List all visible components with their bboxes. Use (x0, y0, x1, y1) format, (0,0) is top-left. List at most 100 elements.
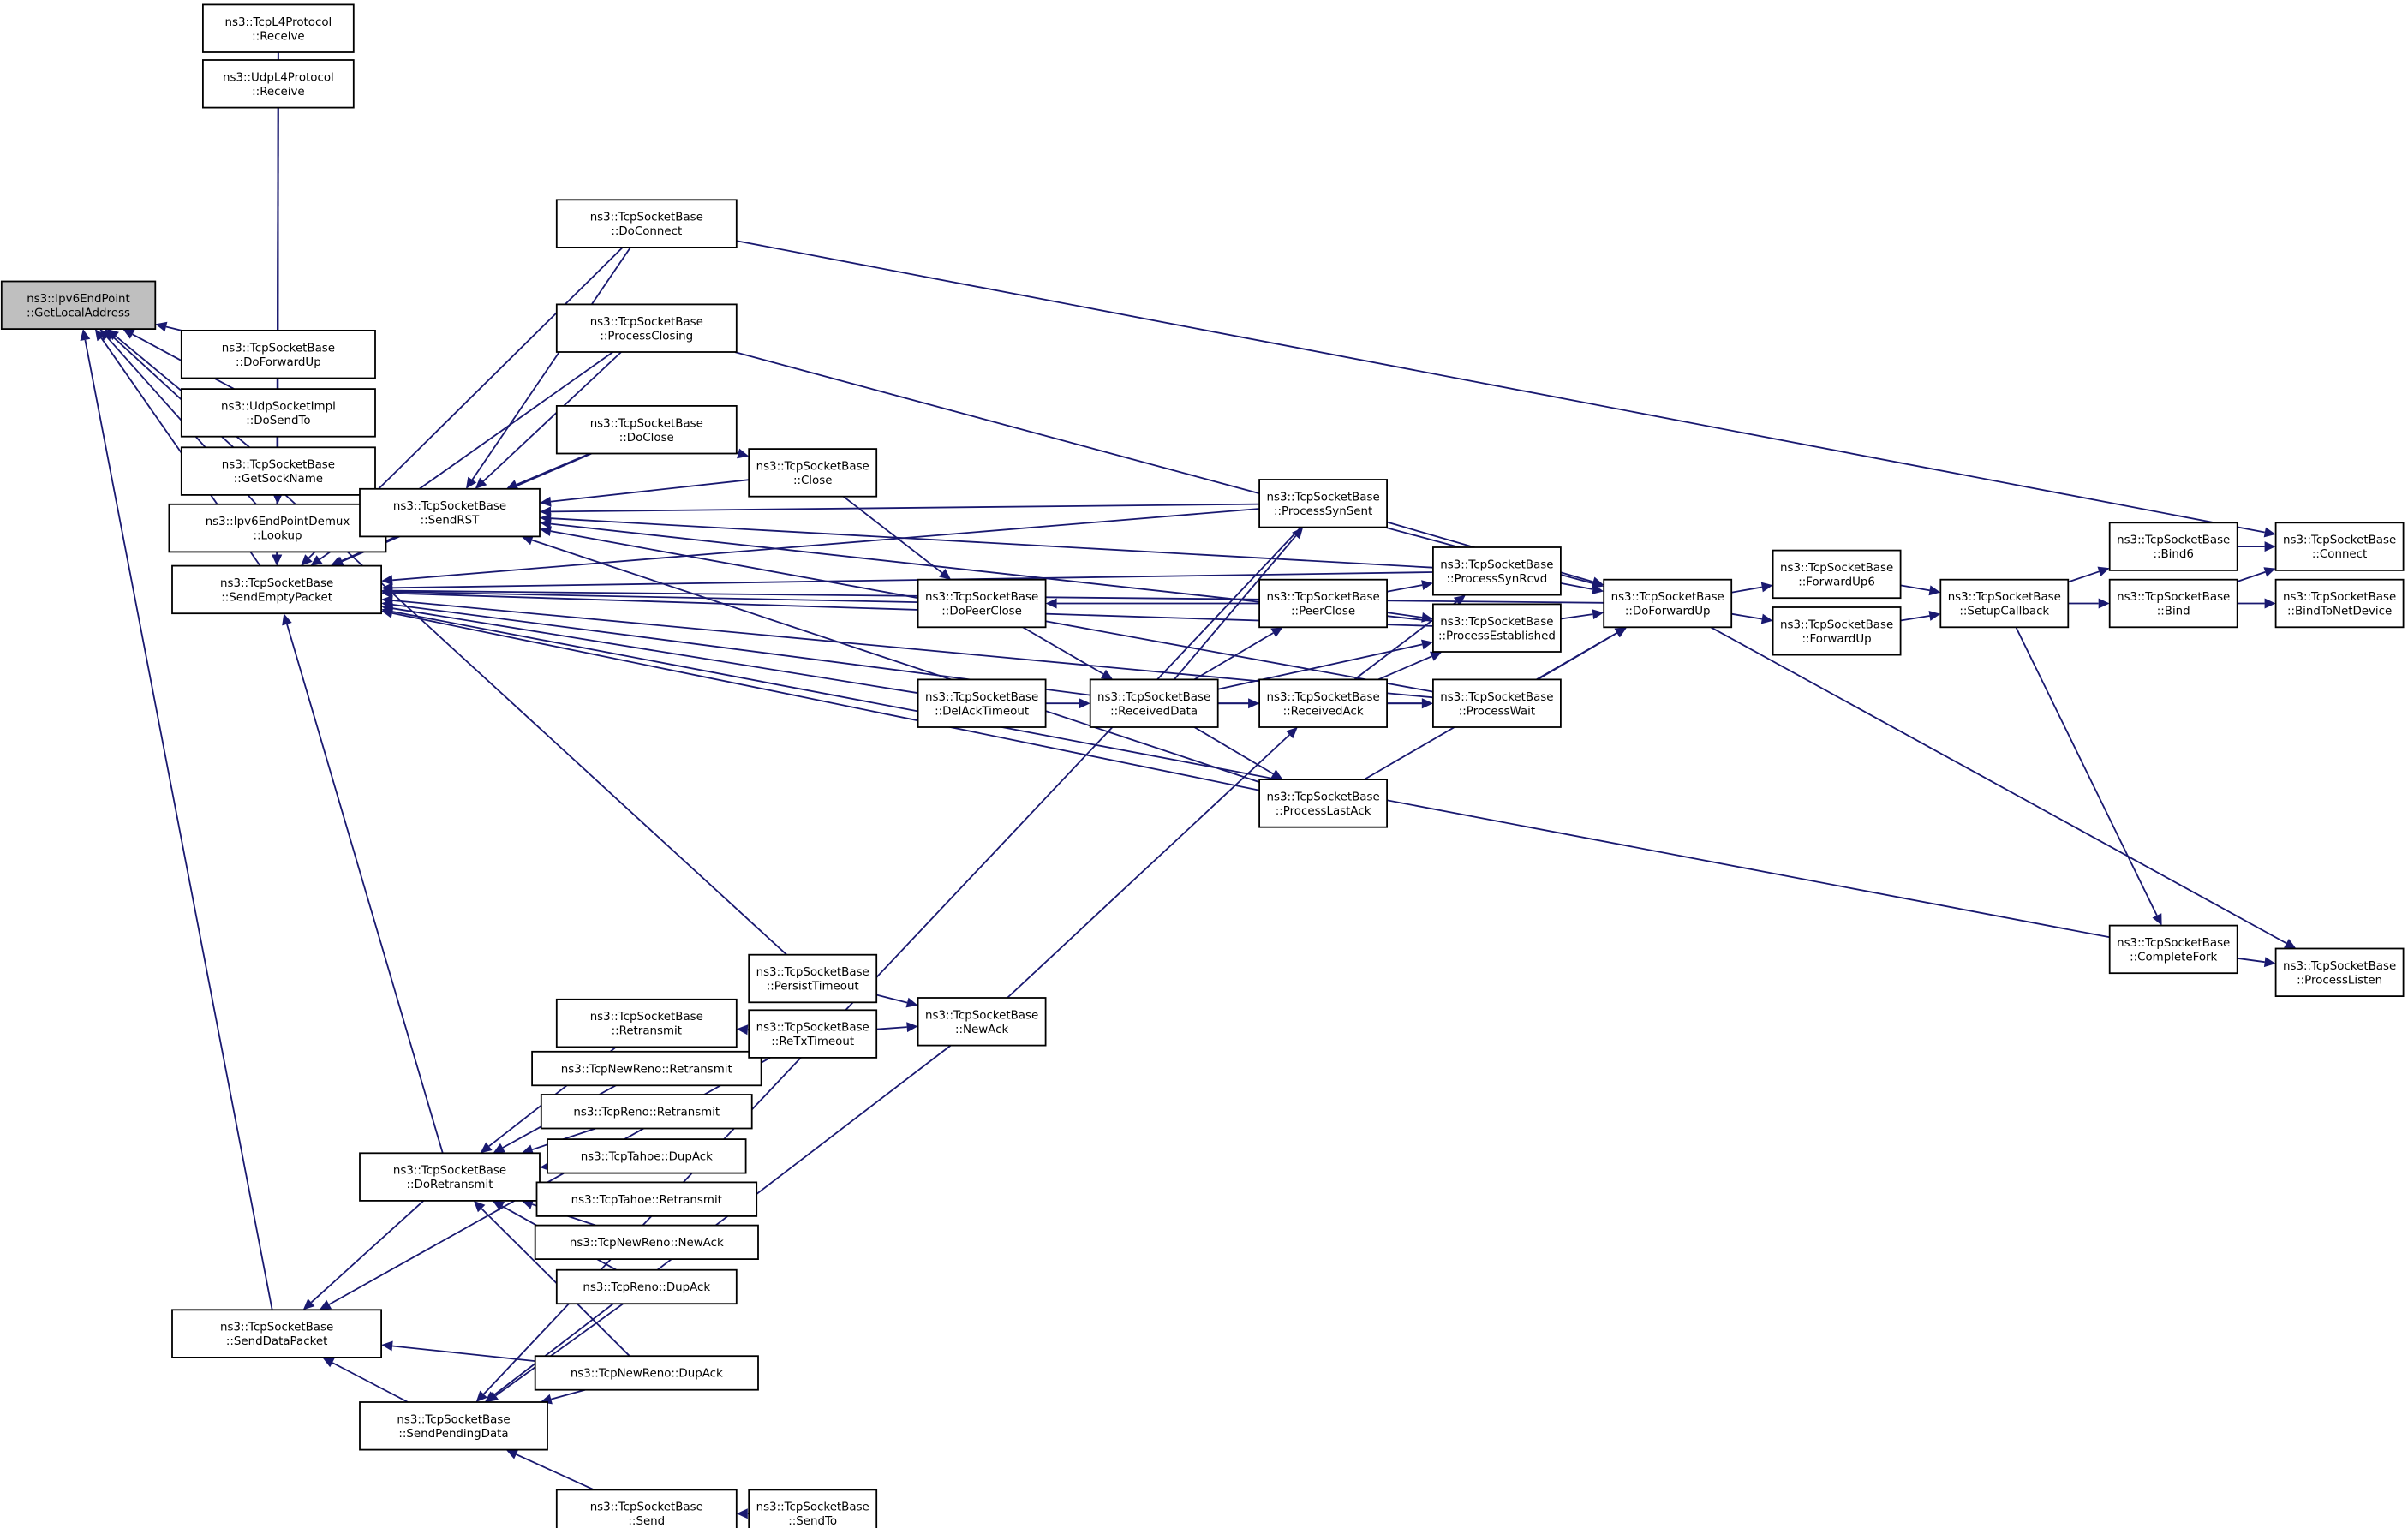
node-box (748, 1489, 878, 1528)
arrowhead-sendrst (521, 534, 534, 546)
node-reno_retx[interactable]: ns3::TcpReno::Retransmit (540, 1094, 753, 1130)
node-label: ns3::TcpSocketBase (1440, 616, 1553, 629)
node-newreno_newack[interactable]: ns3::TcpNewReno::NewAck (534, 1224, 759, 1260)
node-bind6[interactable]: ns3::TcpSocketBase::Bind6 (2108, 522, 2238, 571)
arrowhead-close (737, 448, 750, 459)
node-root[interactable]: ns3::Ipv6EndPoint::GetLocalAddress (0, 280, 157, 330)
edge-receiveddata-to-peerclose (1193, 632, 1274, 681)
node-completefork[interactable]: ns3::TcpSocketBase::CompleteFork (2108, 924, 2238, 975)
node-doretransmit[interactable]: ns3::TcpSocketBase::DoRetransmit (359, 1152, 541, 1202)
node-tahoe_dupack[interactable]: ns3::TcpTahoe::DupAck (547, 1138, 747, 1174)
node-box (2108, 522, 2238, 571)
node-processlastack[interactable]: ns3::TcpSocketBase::ProcessLastAck (1258, 779, 1388, 828)
arrowhead-processlisten (2284, 939, 2297, 949)
node-connect[interactable]: ns3::TcpSocketBase::Connect (2274, 522, 2405, 571)
node-close[interactable]: ns3::TcpSocketBase::Close (748, 448, 878, 498)
node-label: ns3::TcpSocketBase (1611, 591, 1724, 604)
node-receiveddata[interactable]: ns3::TcpSocketBase::ReceivedData (1089, 678, 1219, 728)
node-delacktimeout[interactable]: ns3::TcpSocketBase::DelAckTimeout (917, 678, 1047, 728)
node-getsockname[interactable]: ns3::TcpSocketBase::GetSockName (180, 446, 376, 496)
arrowhead-root (155, 321, 168, 332)
node-doclose[interactable]: ns3::TcpSocketBase::DoClose (555, 404, 738, 455)
node-label: ::ProcessClosing (600, 330, 693, 343)
arrowhead-processlisten (2263, 957, 2276, 968)
node-sendempty[interactable]: ns3::TcpSocketBase::SendEmptyPacket (171, 564, 383, 615)
node-reno_dupack[interactable]: ns3::TcpReno::DupAck (555, 1268, 738, 1305)
arrowhead-root (94, 329, 106, 342)
node-box (359, 487, 541, 538)
node-newack[interactable]: ns3::TcpSocketBase::NewAck (917, 997, 1047, 1047)
node-bindtonetdevice[interactable]: ns3::TcpSocketBase::BindToNetDevice (2274, 578, 2405, 629)
node-label: ::Send (628, 1515, 665, 1528)
node-processlisten[interactable]: ns3::TcpSocketBase::ProcessListen (2274, 947, 2405, 997)
node-box (1258, 678, 1388, 728)
node-label: ::ForwardUp6 (1798, 576, 1875, 589)
edge-dopeerclose-to-receiveddata (1022, 626, 1104, 675)
node-retransmit[interactable]: ns3::TcpSocketBase::Retransmit (555, 998, 738, 1048)
node-send[interactable]: ns3::TcpSocketBase::Send (555, 1489, 738, 1528)
node-udpl4[interactable]: ns3::UdpL4Protocol::Receive (201, 59, 355, 109)
node-label: ::DoForwardUp (236, 356, 321, 369)
arrowhead-connect (2264, 541, 2276, 552)
node-label: ns3::TcpTahoe::Retransmit (571, 1194, 722, 1207)
node-box (531, 1050, 762, 1087)
node-label: ns3::TcpSocketBase (2117, 937, 2230, 950)
edge-newack-to-sendpending (493, 1044, 952, 1396)
node-forwardup6[interactable]: ns3::TcpSocketBase::ForwardUp6 (1772, 549, 1902, 600)
node-processclosing[interactable]: ns3::TcpSocketBase::ProcessClosing (555, 303, 738, 353)
node-bind[interactable]: ns3::TcpSocketBase::Bind (2108, 578, 2238, 629)
node-sendpending[interactable]: ns3::TcpSocketBase::SendPendingData (359, 1401, 548, 1451)
node-dopeerclose[interactable]: ns3::TcpSocketBase::DoPeerClose (917, 578, 1047, 629)
node-processsynsent[interactable]: ns3::TcpSocketBase::ProcessSynSent (1258, 479, 1388, 528)
arrowhead-sendrst (475, 477, 487, 489)
node-label: ns3::Ipv6EndPoint (27, 293, 130, 306)
edge-processsynsent-to-sendempty (392, 508, 1260, 582)
node-label: ns3::TcpSocketBase (1440, 691, 1553, 704)
node-sendrst[interactable]: ns3::TcpSocketBase::SendRST (359, 487, 541, 538)
node-persisttimeout[interactable]: ns3::TcpSocketBase::PersistTimeout (748, 953, 878, 1004)
edge-doretransmit-to-sendempty (286, 624, 444, 1154)
node-forwardup[interactable]: ns3::TcpSocketBase::ForwardUp (1772, 606, 1902, 656)
node-label: ns3::TcpReno::Retransmit (573, 1107, 720, 1119)
node-label: ::ProcessSynRcvd (1446, 573, 1547, 586)
node-box (1772, 549, 1902, 600)
node-newreno_retx[interactable]: ns3::TcpNewReno::Retransmit (531, 1050, 762, 1087)
edge-processclosing-to-sendrst (482, 351, 622, 482)
arrowhead-processestablished (1430, 651, 1443, 661)
node-sendto[interactable]: ns3::TcpSocketBase::SendTo (748, 1489, 878, 1528)
node-setupcallback[interactable]: ns3::TcpSocketBase::SetupCallback (1939, 578, 2070, 629)
node-senddata[interactable]: ns3::TcpSocketBase::SendDataPacket (171, 1309, 383, 1358)
node-label: ns3::TcpSocketBase (590, 316, 703, 329)
node-label: ::SendTo (788, 1515, 837, 1528)
node-label: ns3::TcpSocketBase (1440, 558, 1553, 571)
arrowhead-setupcallback (1928, 585, 1941, 596)
node-doforwardup[interactable]: ns3::TcpSocketBase::DoForwardUp (1603, 578, 1733, 629)
edge-senddata-to-root (84, 339, 273, 1310)
arrowhead-bindtonetdevice (2264, 598, 2276, 609)
edge-processsynrcvd-to-sendrst (550, 517, 1433, 569)
node-tahoe_retx[interactable]: ns3::TcpTahoe::Retransmit (535, 1181, 758, 1217)
node-retxtimeout[interactable]: ns3::TcpSocketBase::ReTxTimeout (748, 1009, 878, 1059)
node-box (201, 59, 355, 109)
node-label: ns3::TcpSocketBase (590, 212, 703, 224)
arrowhead-receivedack (1286, 727, 1298, 739)
node-label: ns3::TcpL4Protocol (225, 16, 332, 29)
edge-completefork-to-sendempty (391, 611, 2110, 939)
node-label: ::CompleteFork (2130, 952, 2217, 964)
node-processsynrcvd[interactable]: ns3::TcpSocketBase::ProcessSynRcvd (1432, 546, 1562, 596)
node-doforwardup_l[interactable]: ns3::TcpSocketBase::DoForwardUp (180, 329, 376, 379)
node-peerclose[interactable]: ns3::TcpSocketBase::PeerClose (1258, 578, 1388, 629)
node-processestablished[interactable]: ns3::TcpSocketBase::ProcessEstablished (1432, 603, 1562, 653)
node-box (917, 578, 1047, 629)
node-demuxlookup[interactable]: ns3::Ipv6EndPointDemux::Lookup (168, 503, 387, 553)
node-tcpl4[interactable]: ns3::TcpL4Protocol::Receive (201, 3, 355, 53)
node-label: ns3::TcpSocketBase (2283, 591, 2396, 604)
node-udpsendto[interactable]: ns3::UdpSocketImpl::DoSendTo (180, 388, 376, 438)
node-doconnect[interactable]: ns3::TcpSocketBase::DoConnect (555, 199, 738, 248)
arrowhead-senddata (381, 1340, 393, 1352)
node-newreno_dupack[interactable]: ns3::TcpNewReno::DupAck (534, 1355, 759, 1391)
node-receivedack[interactable]: ns3::TcpSocketBase::ReceivedAck (1258, 678, 1388, 728)
node-processwait[interactable]: ns3::TcpSocketBase::ProcessWait (1432, 678, 1562, 728)
arrowhead-doforwardup (1614, 627, 1627, 638)
node-label: ::ProcessListen (2297, 974, 2382, 987)
